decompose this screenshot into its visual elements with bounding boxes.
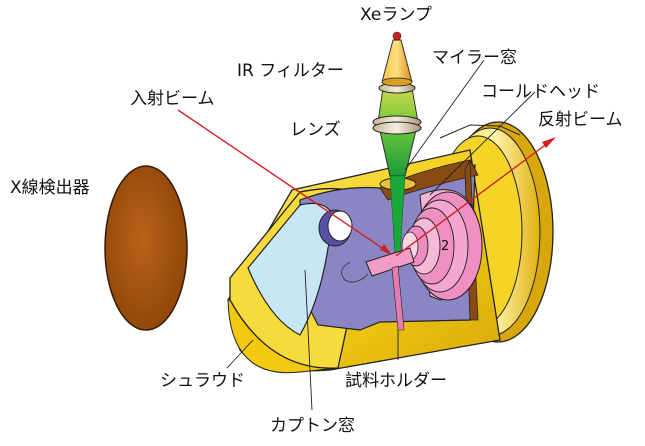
sample-holder-rod [365, 247, 415, 277]
label-mylar-window: マイラー窓 [432, 48, 517, 68]
reflected-beam [395, 137, 556, 257]
kapton-window-shape [247, 202, 336, 336]
label-sample-holder: 試料ホルダー [345, 371, 447, 391]
lens [372, 115, 422, 135]
label-shroud: シュラウド [160, 371, 245, 391]
label-reflected-beam: 反射ビーム [538, 110, 623, 130]
label-incident-beam: 入射ビーム [130, 89, 215, 109]
label-number-2: 2 [441, 239, 449, 254]
xe-lamp [381, 31, 413, 87]
leader-lines [226, 59, 536, 411]
label-kapton-window: カプトン窓 [270, 416, 355, 436]
xray-detector-disk [104, 165, 188, 331]
label-lens: レンズ [290, 120, 341, 140]
cold-head [401, 189, 483, 301]
label-xe-lamp: Xeランプ [360, 5, 432, 25]
incident-beam [177, 109, 392, 255]
label-xray-detector: X線検出器 [10, 178, 90, 198]
label-ir-filter: IR フィルター [237, 61, 344, 81]
label-cold-head: コールドヘッド [481, 82, 600, 102]
